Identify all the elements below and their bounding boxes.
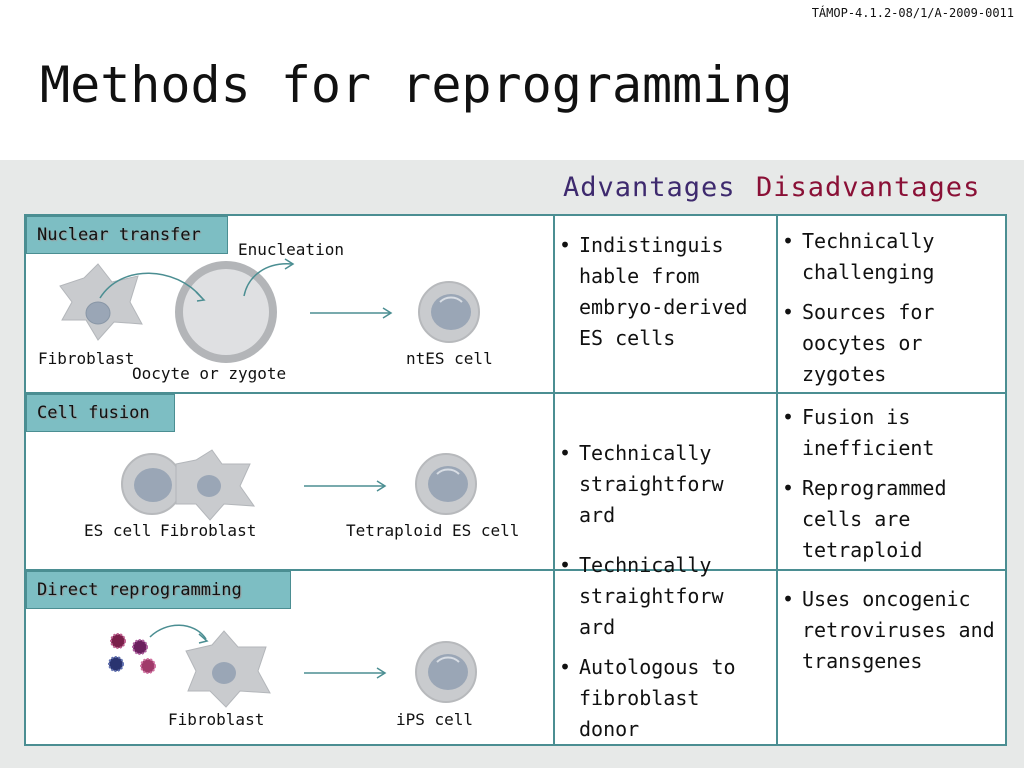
oocyte-cell — [175, 261, 277, 363]
transduction-arrow — [149, 624, 207, 640]
row-divider — [26, 569, 1005, 571]
virus-particle — [110, 633, 126, 649]
es-nucleus — [134, 468, 172, 502]
title-area — [0, 0, 1024, 160]
label-fibroblast: Fibroblast — [38, 349, 135, 368]
ips-nucleus — [428, 654, 468, 690]
column-divider — [553, 216, 555, 744]
advantages-list-direct-reprogramming: Technically straightforw ard Autologous … — [555, 550, 770, 754]
method-tag-direct-reprogramming: Direct reprogramming — [26, 571, 291, 609]
virus-particle — [108, 656, 124, 672]
comparison-table: Nuclear transfer Enucleation Fibroblast … — [24, 214, 1007, 746]
disadvantages-list-nuclear-transfer: Technically challenging Sources for oocy… — [778, 226, 1003, 399]
advantage-item: Technically straightforw ard — [555, 550, 770, 643]
disadvantages-list-cell-fusion: Fusion is inefficient Reprogrammed cells… — [778, 402, 1003, 575]
label-enucleation: Enucleation — [238, 240, 344, 259]
virus-particle — [140, 658, 156, 674]
project-code: TÁMOP-4.1.2-08/1/A-2009-0011 — [811, 6, 1014, 20]
advantage-item: Indistinguis hable from embryo-derived E… — [555, 230, 770, 354]
disadvantage-item: Reprogrammed cells are tetraploid — [778, 473, 1003, 566]
label-tetraploid-es-cell: Tetraploid ES cell — [346, 521, 520, 540]
disadvantage-item: Fusion is inefficient — [778, 402, 1003, 464]
page-title: Methods for reprogramming — [40, 56, 793, 114]
label-fibroblast-direct: Fibroblast — [168, 710, 265, 729]
fibroblast-nucleus — [197, 475, 221, 497]
label-ntes-cell: ntES cell — [406, 349, 493, 368]
disadvantages-list-direct-reprogramming: Uses oncogenic retroviruses and transgen… — [778, 584, 1003, 686]
disadvantage-item: Uses oncogenic retroviruses and transgen… — [778, 584, 1003, 677]
fibroblast-nucleus — [212, 662, 236, 684]
virus-particle — [132, 639, 148, 655]
label-oocyte: Oocyte or zygote — [132, 364, 287, 383]
direct-reprogramming-diagram — [108, 624, 477, 708]
method-tag-cell-fusion: Cell fusion — [26, 394, 175, 432]
label-ips-cell: iPS cell — [396, 710, 474, 729]
cell-fusion-diagram — [121, 449, 477, 521]
fibroblast-nucleus — [85, 301, 111, 325]
column-divider — [776, 216, 778, 744]
advantage-item: Autologous to fibroblast donor — [555, 652, 770, 745]
advantages-list-nuclear-transfer: Indistinguis hable from embryo-derived E… — [555, 230, 770, 363]
nuclear-transfer-diagram — [59, 258, 480, 363]
row-divider — [26, 392, 1005, 394]
method-tag-nuclear-transfer: Nuclear transfer — [26, 216, 228, 254]
disadvantages-heading: Disadvantages — [756, 172, 981, 203]
label-fibroblast-fusion: Fibroblast — [160, 521, 257, 540]
advantages-heading: Advantages — [563, 172, 736, 203]
transfer-arrow — [99, 272, 203, 299]
enucleation-arrow — [243, 263, 293, 297]
ntes-nucleus — [431, 294, 471, 330]
disadvantage-item: Sources for oocytes or zygotes — [778, 297, 1003, 390]
advantage-item: Technically straightforw ard — [555, 438, 770, 531]
tetraploid-nucleus — [428, 466, 468, 502]
disadvantage-item: Technically challenging — [778, 226, 1003, 288]
advantages-list-cell-fusion: Technically straightforw ard — [555, 438, 770, 540]
label-es-cell: ES cell — [84, 521, 152, 540]
